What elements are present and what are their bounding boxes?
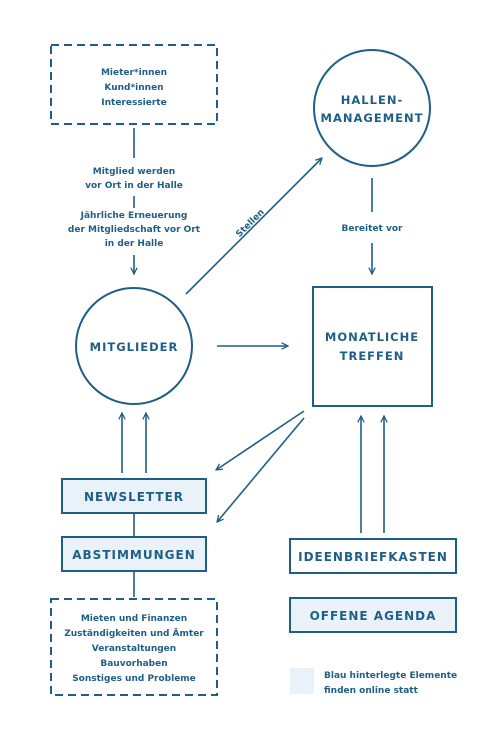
hallen-label-1: HALLEN- bbox=[341, 93, 403, 107]
offene-agenda-node bbox=[289, 597, 457, 633]
newsletter-node bbox=[61, 478, 207, 514]
treffen-label-2: TREFFEN bbox=[340, 349, 405, 363]
mitglieder-node bbox=[75, 287, 193, 405]
abstimmungen-node bbox=[61, 536, 207, 572]
legend-line-1: Blau hinterlegte Elemente bbox=[324, 671, 457, 681]
stellen-arrow bbox=[185, 158, 322, 295]
mitglied-werden-line-1: Mitglied werden bbox=[93, 167, 175, 177]
agenda-label: OFFENE AGENDA bbox=[310, 609, 437, 623]
treffen-to-newsletter-arrow bbox=[216, 410, 305, 470]
bereitet-vor-label: Bereitet vor bbox=[342, 224, 403, 234]
erneuerung-line-2: der Mitgliedschaft vor Ort bbox=[68, 225, 201, 235]
legend-swatch bbox=[290, 668, 314, 694]
audience-box bbox=[50, 44, 218, 125]
hallen-label-2: MANAGEMENT bbox=[321, 111, 424, 125]
stellen-label: Stellen bbox=[234, 207, 266, 239]
ideenbriefkasten-node bbox=[289, 538, 457, 574]
ideen-label: IDEENBRIEFKASTEN bbox=[298, 550, 448, 564]
newsletter-label: NEWSLETTER bbox=[84, 490, 184, 504]
abstimmungen-label: ABSTIMMUNGEN bbox=[72, 548, 196, 562]
topic-item-5: Sonstiges und Probleme bbox=[72, 674, 196, 684]
audience-item-1: Mieter*innen bbox=[101, 68, 167, 78]
topic-item-1: Mieten und Finanzen bbox=[81, 614, 187, 624]
hallen-management-node bbox=[313, 49, 431, 167]
topic-item-2: Zuständigkeiten und Ämter bbox=[64, 628, 204, 639]
treffen-to-abstimmungen-arrow bbox=[217, 417, 305, 522]
topic-item-3: Veranstaltungen bbox=[92, 644, 176, 654]
mitglied-werden-line-2: vor Ort in der Halle bbox=[85, 181, 183, 191]
erneuerung-line-1: Jährliche Erneuerung bbox=[80, 211, 188, 221]
audience-item-3: Interessierte bbox=[101, 98, 166, 108]
audience-item-2: Kund*innen bbox=[104, 83, 163, 93]
topics-box bbox=[50, 598, 218, 696]
legend-line-2: finden online statt bbox=[324, 686, 419, 696]
topic-item-4: Bauvorhaben bbox=[100, 659, 167, 669]
erneuerung-line-3: in der Halle bbox=[105, 239, 164, 249]
mitglieder-label: MITGLIEDER bbox=[90, 340, 179, 354]
treffen-label-1: MONATLICHE bbox=[325, 330, 419, 344]
monatliche-treffen-node bbox=[312, 286, 433, 407]
